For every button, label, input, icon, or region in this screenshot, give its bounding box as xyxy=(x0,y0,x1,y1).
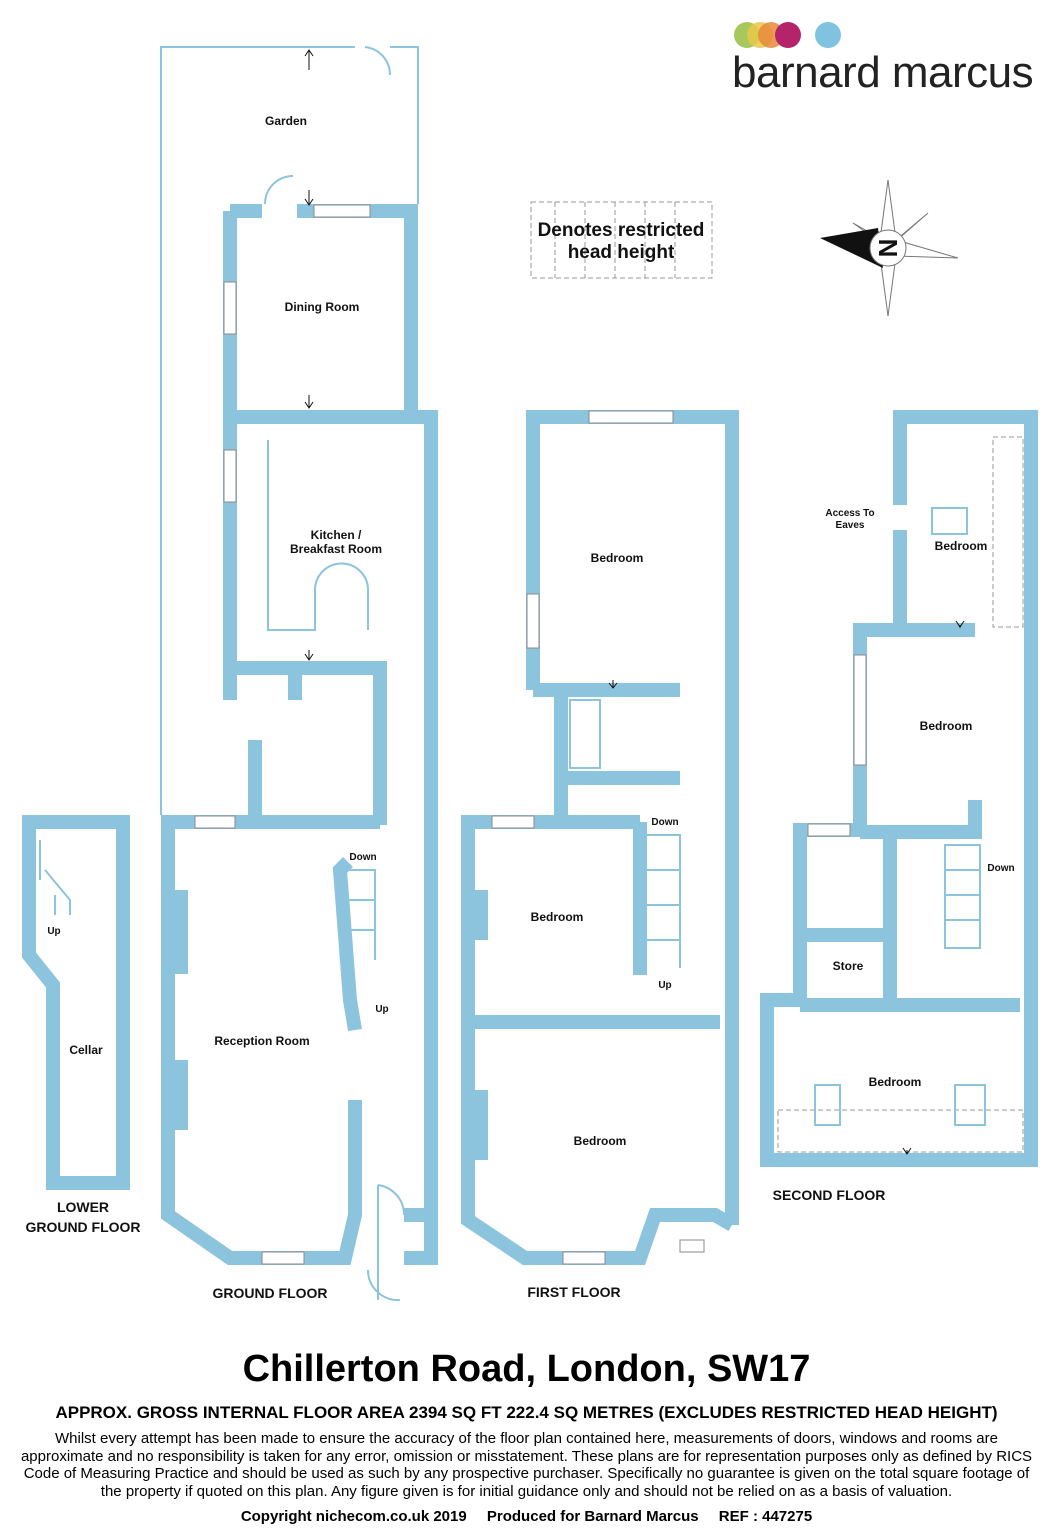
room-label-bedroom-top: Bedroom xyxy=(935,539,988,553)
first-floor-plan: Bedroom Bedroom Bedroom Down Up FIRST FL… xyxy=(461,410,739,1300)
legend-line-1: Denotes restricted xyxy=(538,220,705,241)
second-floor-plan: Access To Eaves Bedroom Bedroom Store Be… xyxy=(760,410,1038,1203)
room-label-garden: Garden xyxy=(265,114,307,128)
room-label-bedroom-middle: Bedroom xyxy=(531,910,584,924)
copyright-text: Copyright nichecom.co.uk 2019 xyxy=(240,1508,467,1525)
stairs-down-label: Down xyxy=(349,852,376,863)
compass-north-label: N xyxy=(873,239,903,258)
produced-for-text: Produced for Barnard Marcus xyxy=(486,1508,699,1525)
room-label-bedroom-front: Bedroom xyxy=(574,1134,627,1148)
room-label-bedroom-mid: Bedroom xyxy=(920,719,973,733)
floor-label-ground: GROUND FLOOR xyxy=(212,1285,327,1301)
floor-area-summary: APPROX. GROSS INTERNAL FLOOR AREA 2394 S… xyxy=(55,1403,998,1422)
room-label-store: Store xyxy=(833,959,864,973)
floor-label-lower-ground-1: LOWER xyxy=(57,1199,109,1215)
eaves-label-1: Access To xyxy=(825,508,874,519)
legend-line-2: head height xyxy=(568,242,675,263)
stairs-up-label: Up xyxy=(658,980,671,991)
floor-label-lower-ground-2: GROUND FLOOR xyxy=(25,1219,140,1235)
room-label-kitchen-2: Breakfast Room xyxy=(290,542,382,556)
stairs-up-label: Up xyxy=(47,926,60,937)
property-title: Chillerton Road, London, SW17 xyxy=(242,1348,811,1390)
eaves-label-2: Eaves xyxy=(836,520,865,531)
restricted-height-legend: Denotes restricted head height xyxy=(530,201,713,279)
room-label-cellar: Cellar xyxy=(69,1043,103,1057)
room-label-bedroom-rear: Bedroom xyxy=(591,551,644,565)
stairs-down-label: Down xyxy=(987,863,1014,874)
room-label-dining-room: Dining Room xyxy=(285,300,360,314)
room-label-reception-room: Reception Room xyxy=(214,1034,309,1048)
reference-number: REF : 447275 xyxy=(718,1508,813,1525)
room-label-bedroom-front: Bedroom xyxy=(869,1075,922,1089)
disclaimer-text: Whilst every attempt has been made to en… xyxy=(20,1430,1033,1500)
stairs-up-label: Up xyxy=(375,1004,388,1015)
room-label-kitchen-1: Kitchen / xyxy=(311,528,362,542)
brand-logo-dots xyxy=(734,22,841,48)
compass-icon: N xyxy=(820,179,959,317)
room-dimension-arrows xyxy=(304,49,965,1155)
brand-logo-text: barnard marcus xyxy=(732,48,1034,97)
floor-label-second: SECOND FLOOR xyxy=(773,1187,886,1203)
ground-floor-plan: Garden Dining Room Kitchen / Breakfast R… xyxy=(160,46,438,1302)
lower-ground-floor-plan: Cellar Up LOWER GROUND FLOOR xyxy=(22,815,141,1235)
copyright-line: Copyright nichecom.co.uk 2019 Produced f… xyxy=(0,1508,1053,1525)
floor-label-first: FIRST FLOOR xyxy=(527,1284,620,1300)
stairs-down-label: Down xyxy=(651,817,678,828)
